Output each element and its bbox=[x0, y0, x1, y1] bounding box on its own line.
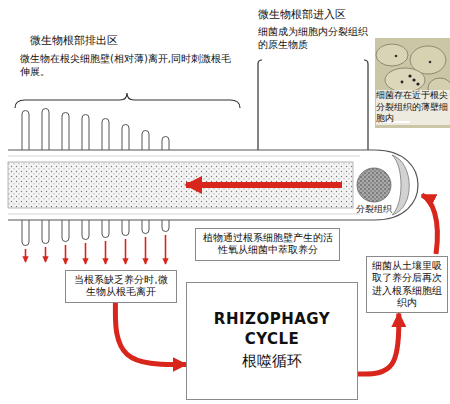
box-text: RHIZOPHAGY CYCLE bbox=[191, 310, 353, 349]
meristem bbox=[357, 168, 391, 202]
reentry-arrow bbox=[422, 195, 437, 254]
root-layer-line bbox=[8, 156, 360, 157]
zone-heading: 微生物根部进入区 bbox=[258, 8, 376, 22]
root-body bbox=[8, 150, 418, 220]
root-hair bbox=[22, 109, 169, 152]
cycle-arrow bbox=[358, 313, 399, 374]
cycle-arrow bbox=[115, 303, 186, 365]
entry-bracket bbox=[258, 60, 262, 150]
text-box: 细菌从土壤里吸取了养分后再次进入根系细胞组织内 bbox=[366, 256, 448, 313]
root-cortex bbox=[8, 162, 353, 208]
box-text: 植物通过根系细胞壁产生的活性氧从细菌中萃取养分 bbox=[200, 232, 335, 257]
part-label: 分裂组织 bbox=[344, 204, 404, 215]
entry-bracket bbox=[364, 60, 368, 150]
box-text: 细菌从土壤里吸取了养分后再次进入根系细胞组织内 bbox=[371, 260, 443, 309]
text-box: 当根系缺乏养分时,微生物从根毛离开 bbox=[65, 270, 177, 303]
root-layer-line bbox=[8, 214, 360, 215]
exit-arrow bbox=[26, 235, 166, 264]
root-cap bbox=[392, 155, 409, 215]
cycle-box: RHIZOPHAGY CYCLE 根噬循环 bbox=[186, 282, 358, 400]
zone-heading: 微生物根部排出区 bbox=[30, 34, 235, 48]
note-text: 细菌成为细胞内分裂组织的原生物质 bbox=[258, 25, 370, 51]
extraction-arrow bbox=[186, 182, 342, 188]
note-text: 细菌存在近于根尖分裂组织的薄壁细胞内 bbox=[376, 90, 450, 125]
micrograph bbox=[375, 38, 450, 128]
note-text: 微生物在根尖细胞壁(相对薄)离开,同时刺激根毛伸展。 bbox=[20, 52, 238, 78]
curly-bracket bbox=[15, 93, 240, 108]
root-hair bbox=[22, 219, 169, 246]
box-text: 当根系缺乏养分时,微生物从根毛离开 bbox=[70, 274, 172, 299]
text-box: 植物通过根系细胞壁产生的活性氧从细菌中萃取养分 bbox=[195, 228, 340, 261]
box-subtext: 根噬循环 bbox=[242, 352, 302, 372]
